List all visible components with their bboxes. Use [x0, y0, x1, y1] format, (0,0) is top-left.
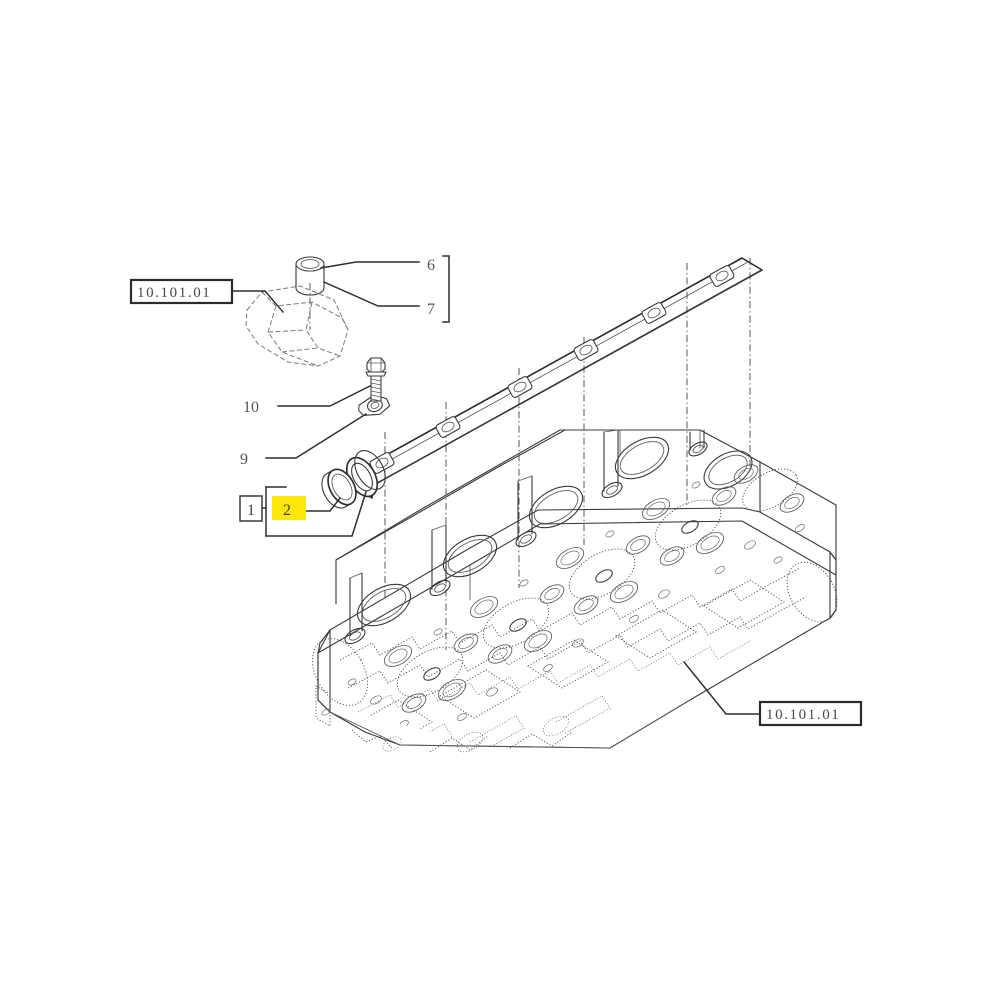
ghosted-cover-outline	[245, 285, 349, 367]
fuel-rail-tube[interactable]	[340, 257, 763, 502]
callout-6-label: 6	[427, 257, 435, 274]
ref-leader-bottom-right	[682, 660, 761, 715]
callout-2-label: 2	[283, 502, 291, 519]
deck-face-detail	[329, 464, 807, 761]
callout-7-leader	[323, 281, 420, 307]
head-right-end-face	[786, 551, 838, 623]
injector-bore-group	[423, 520, 699, 681]
ref-label-bottom-right[interactable]: 10.101.01	[758, 700, 863, 727]
cam-bore-group	[356, 436, 753, 627]
callout-10-label: 10	[243, 399, 259, 416]
centerline-group	[384, 258, 751, 650]
ref-label-bottom-right-text: 10.101.01	[766, 707, 840, 723]
ref-leader-top-left	[231, 290, 285, 314]
saddle-web-group	[349, 429, 705, 637]
bushing-sleeve[interactable]	[295, 256, 325, 296]
hex-bolt[interactable]	[365, 357, 387, 402]
ref-label-top-left-text: 10.101.01	[137, 285, 211, 301]
cylinder-head-casting	[312, 429, 838, 761]
rail-port-group	[369, 265, 735, 474]
valve-seat-group	[383, 464, 805, 713]
head-front-skirt	[329, 699, 691, 753]
callout-2-highlight[interactable]: 2	[272, 496, 306, 520]
head-bolt-seat-group	[344, 441, 708, 645]
side-window-group	[351, 579, 785, 749]
callout-9-label: 9	[240, 451, 248, 468]
callout-7-label: 7	[427, 301, 435, 318]
callout-9-leader	[265, 412, 368, 459]
callout-6-leader	[320, 261, 420, 269]
callout-2-leader	[304, 496, 342, 512]
callout-1-box[interactable]: 1	[239, 495, 263, 522]
rail-end-flange-outer	[354, 450, 386, 490]
callout-67-bracket	[442, 255, 450, 323]
callout-1-label: 1	[247, 502, 255, 519]
callout-10-leader	[277, 384, 372, 407]
ref-label-top-left[interactable]: 10.101.01	[129, 278, 234, 305]
callout-2-highlight-swatch	[272, 496, 306, 520]
callout-1-lower-leader	[265, 491, 367, 537]
coolant-hole-group	[347, 481, 805, 728]
end-cap-plug[interactable]	[316, 465, 362, 513]
